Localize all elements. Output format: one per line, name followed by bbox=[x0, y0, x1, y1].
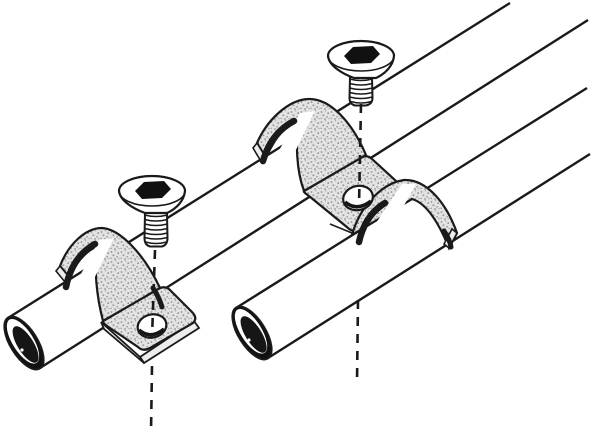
single-screw-hex-socket bbox=[135, 181, 171, 199]
single-screw bbox=[117, 174, 187, 248]
centerlines bbox=[149, 103, 363, 434]
tube-right-bottom-edge bbox=[267, 152, 591, 360]
double-screw-shank bbox=[348, 76, 374, 107]
single-clamp bbox=[54, 226, 201, 365]
double-clamp-plate-thickness bbox=[329, 223, 353, 234]
single-clamp-opening-shadow bbox=[62, 240, 99, 291]
double-screw-centerline bbox=[355, 103, 363, 384]
double-clamp-lower-opening-shadow bbox=[355, 199, 389, 246]
double-screw-head-rim bbox=[327, 55, 395, 72]
double-clamp-hole-depth-shadow bbox=[343, 199, 373, 209]
tube-left-bore bbox=[12, 326, 39, 363]
double-clamp-lower-end-shadow bbox=[441, 228, 454, 250]
double-screw bbox=[326, 39, 396, 107]
double-screw-threads bbox=[349, 78, 373, 104]
double-clamp bbox=[252, 97, 459, 251]
tube-right-body bbox=[236, 80, 600, 358]
double-clamp-lower-highlight bbox=[372, 184, 416, 234]
single-screw-threads bbox=[144, 214, 168, 245]
tube-left-glint bbox=[20, 348, 24, 352]
tube-right bbox=[231, 80, 600, 361]
single-clamp-highlight bbox=[73, 238, 114, 291]
single-screw-centerline bbox=[149, 249, 157, 434]
double-clamp-upper-opening-shadow bbox=[259, 117, 298, 165]
single-clamp-hole-depth-shadow bbox=[137, 327, 166, 337]
double-clamp-upper-highlight bbox=[272, 111, 315, 166]
double-clamp-hole bbox=[342, 184, 374, 212]
tube-right-glint bbox=[247, 338, 251, 342]
double-screw-hex-socket bbox=[344, 46, 380, 64]
single-screw-head-rim bbox=[118, 190, 186, 207]
tube-right-bore bbox=[240, 316, 267, 353]
single-clamp-tab-thickness-left bbox=[100, 321, 145, 364]
